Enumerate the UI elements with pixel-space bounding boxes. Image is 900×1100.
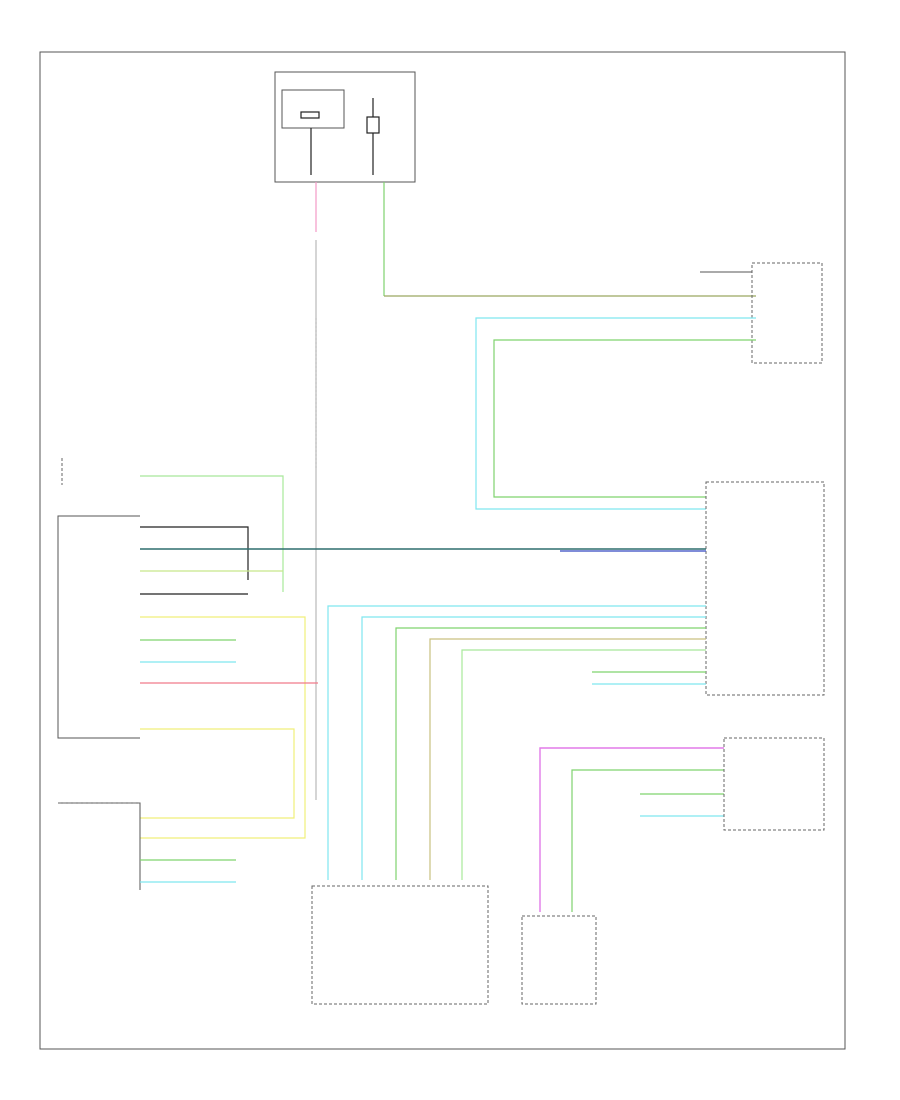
right-connector <box>700 262 823 364</box>
bus-wires <box>140 526 706 839</box>
tcm-speed-wires <box>475 317 756 510</box>
transmission-control-module <box>705 481 825 696</box>
diagram-frame <box>39 51 846 1050</box>
tcm-lower-pins <box>592 671 706 685</box>
green-feed-wire <box>383 182 756 297</box>
shift-lever-assembly <box>57 515 140 739</box>
transmission-solenoid-assembly <box>311 885 489 1005</box>
clutch-pedal-switch <box>58 802 236 890</box>
left-ground <box>61 458 284 592</box>
speed-sensors <box>521 737 825 1005</box>
top-fuse-box <box>274 71 416 183</box>
solenoid-wires <box>327 605 706 880</box>
